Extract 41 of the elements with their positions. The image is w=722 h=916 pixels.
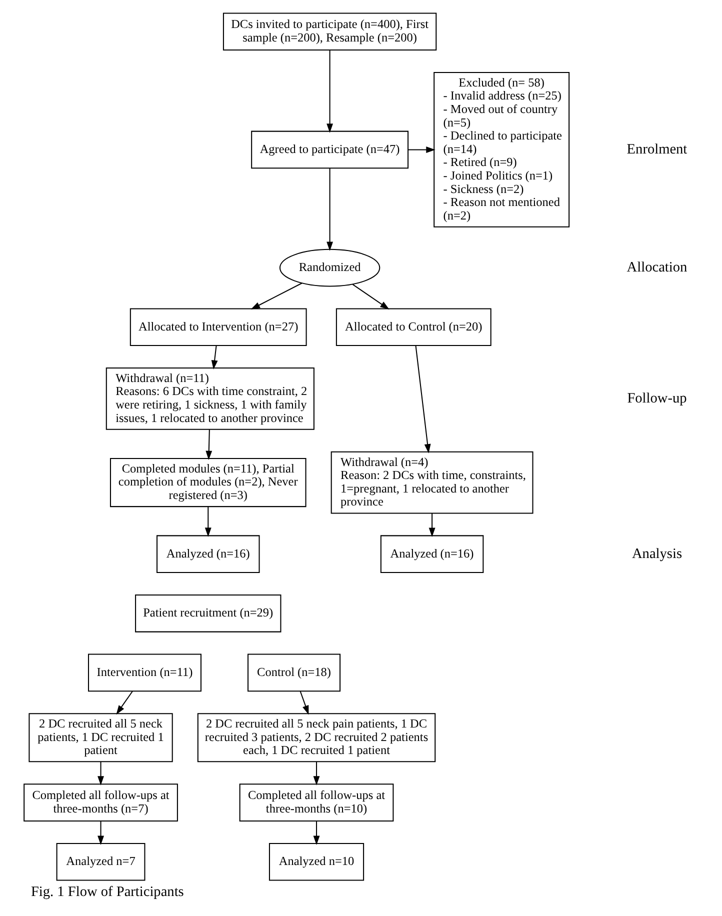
node-box: Analyzed (n=16) bbox=[380, 534, 484, 573]
arrow bbox=[97, 761, 104, 785]
node-ellipse: Randomized bbox=[278, 248, 380, 286]
node-box: Patient recruitment (n=29) bbox=[134, 594, 281, 632]
label: Analysis bbox=[631, 545, 682, 562]
arrow bbox=[326, 50, 333, 132]
node-box: Withdrawal (n=11) Reasons: 6 DCs with time constraint, 2 were retiring, 1 sickness, 1 with family issues, 1 relocated to another province bbox=[105, 367, 314, 430]
node-box: Analyzed n=7 bbox=[56, 842, 145, 880]
node-box: Analyzed (n=16) bbox=[156, 534, 260, 573]
arrow bbox=[205, 429, 212, 460]
node-box: Completed all follow-ups at three-months (n=10) bbox=[238, 783, 394, 821]
arrow bbox=[97, 820, 104, 844]
arrow bbox=[210, 345, 218, 369]
arrow bbox=[299, 690, 308, 714]
label: Enrolment bbox=[626, 141, 687, 157]
node-box: Intervention (n=11) bbox=[88, 653, 201, 692]
arrow bbox=[428, 512, 435, 536]
arrow bbox=[312, 820, 320, 844]
node-box: Allocated to Intervention (n=27) bbox=[129, 308, 306, 346]
caption: Fig. 1 Flow of Participants bbox=[30, 883, 184, 900]
arrow bbox=[250, 282, 302, 309]
node-box: Completed modules (n=11), Partial completion of modules (n=2), Never registered (n=3) bbox=[109, 458, 306, 507]
node-box: Agreed to participate (n=47) bbox=[250, 130, 408, 168]
node-box: Excluded (n= 58) - Invalid address (n=25) - Moved out of country (n=5) - Declined to participate (n=14) - Retired (n=9) - Joined Politics (n=1) - Sickness (n=2) - Reason not mentioned (n=2) bbox=[433, 72, 570, 227]
node-box: DCs invited to participate (n=400), First sample (n=200), Resample (n=200) bbox=[222, 12, 436, 50]
node-box: 2 DC recruited all 5 neck pain patients, 1 DC recruited 3 patients, 2 DC recruited 2 patients each, 1 DC recruited 1 patient bbox=[196, 712, 436, 762]
node-box: Completed all follow-ups at three-months (n=7) bbox=[23, 783, 178, 821]
arrow bbox=[408, 146, 435, 152]
arrow bbox=[204, 506, 211, 536]
node-box: Control (n=18) bbox=[247, 653, 340, 692]
node-box: Allocated to Control (n=20) bbox=[335, 308, 491, 346]
arrow bbox=[312, 761, 320, 785]
arrow bbox=[414, 345, 430, 453]
node-box: 2 DC recruited all 5 neck patients, 1 DC recruited 1 patient bbox=[28, 712, 172, 762]
arrow bbox=[326, 168, 333, 250]
arrow bbox=[352, 284, 389, 310]
node-box: Withdrawal (n=4) Reason: 2 DCs with time, constraints, 1=pregnant, 1 relocated to another province bbox=[330, 450, 533, 514]
arrow bbox=[116, 690, 132, 714]
node-box: Analyzed n=10 bbox=[268, 842, 364, 880]
label: Follow-up bbox=[626, 390, 686, 406]
label: Allocation bbox=[626, 259, 687, 276]
